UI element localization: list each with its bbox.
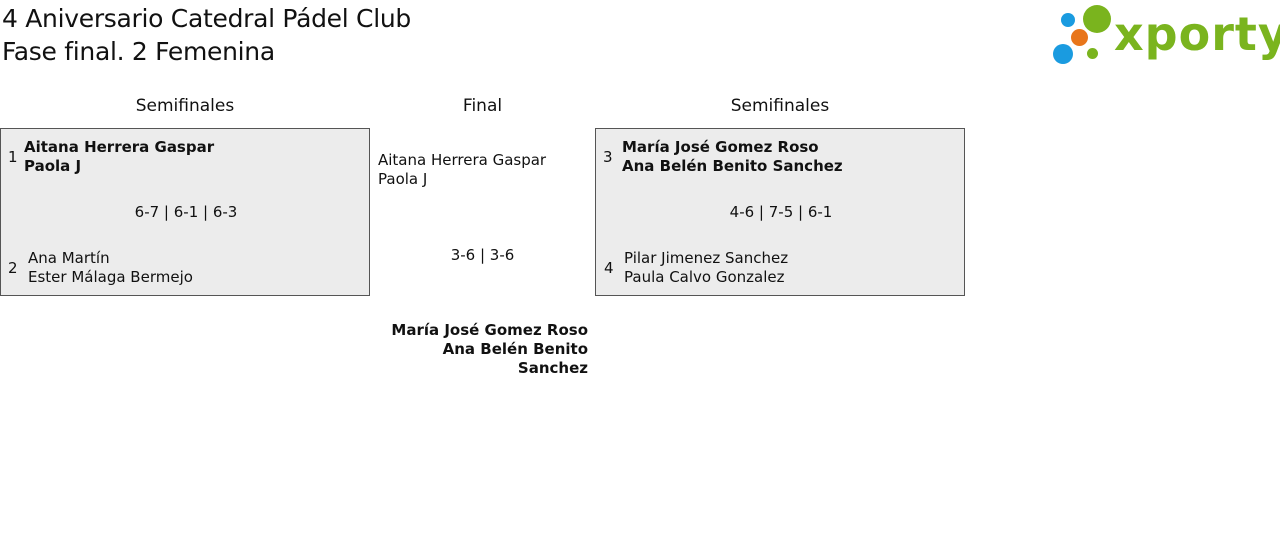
round-header-final: Final: [462, 96, 503, 116]
team-winner: Aitana Herrera Gaspar Paola J: [24, 138, 214, 176]
final-score: 3-6 | 3-6: [450, 246, 515, 264]
seed-number: 4: [604, 259, 614, 277]
page-title: 4 Aniversario Catedral Pádel Club Fase f…: [2, 2, 411, 68]
player-name: María José Gomez Roso: [622, 138, 819, 156]
player-name: Pilar Jimenez Sanchez: [624, 249, 789, 267]
player-name: Paola J: [378, 170, 428, 188]
player-name: Ester Málaga Bermejo: [28, 268, 193, 286]
player-name: Aitana Herrera Gaspar: [378, 151, 547, 169]
final-team-a: Aitana Herrera Gaspar Paola J: [378, 151, 546, 189]
logo-dot-green-large: [1083, 5, 1111, 33]
round-header-semifinal-left: Semifinales: [135, 96, 235, 116]
team-loser: Pilar Jimenez Sanchez Paula Calvo Gonzal…: [624, 249, 788, 287]
phase-name: Fase final. 2 Femenina: [2, 37, 275, 66]
player-name: María José Gomez Roso: [391, 321, 588, 339]
logo-wordmark: xporty: [1114, 7, 1280, 61]
match-card-semifinal-left[interactable]: 1 Aitana Herrera Gaspar Paola J 6-7 | 6-…: [0, 128, 370, 296]
logo-dot-green-small: [1087, 48, 1098, 59]
team-loser: Ana Martín Ester Málaga Bermejo: [28, 249, 193, 287]
player-name: Paula Calvo Gonzalez: [624, 268, 785, 286]
xporty-logo: xporty: [1050, 4, 1280, 66]
player-name: Aitana Herrera Gaspar: [24, 138, 215, 156]
seed-number: 1: [8, 148, 18, 166]
seed-number: 3: [603, 148, 613, 166]
tournament-name: 4 Aniversario Catedral Pádel Club: [2, 4, 411, 33]
logo-dot-orange: [1071, 29, 1088, 46]
match-score: 4-6 | 7-5 | 6-1: [729, 203, 833, 221]
final-winner-team: María José Gomez Roso Ana Belén Benito S…: [370, 321, 588, 378]
round-header-semifinal-right: Semifinales: [730, 96, 830, 116]
logo-dot-blue-small: [1061, 13, 1075, 27]
player-name: Ana Belén Benito Sanchez: [622, 157, 843, 175]
seed-number: 2: [8, 259, 18, 277]
logo-dot-blue-large: [1053, 44, 1073, 64]
match-score: 6-7 | 6-1 | 6-3: [134, 203, 238, 221]
team-winner: María José Gomez Roso Ana Belén Benito S…: [622, 138, 843, 176]
player-name: Ana Belén Benito Sanchez: [442, 340, 588, 377]
match-card-semifinal-right[interactable]: 3 María José Gomez Roso Ana Belén Benito…: [595, 128, 965, 296]
player-name: Ana Martín: [28, 249, 110, 267]
player-name: Paola J: [24, 157, 82, 175]
